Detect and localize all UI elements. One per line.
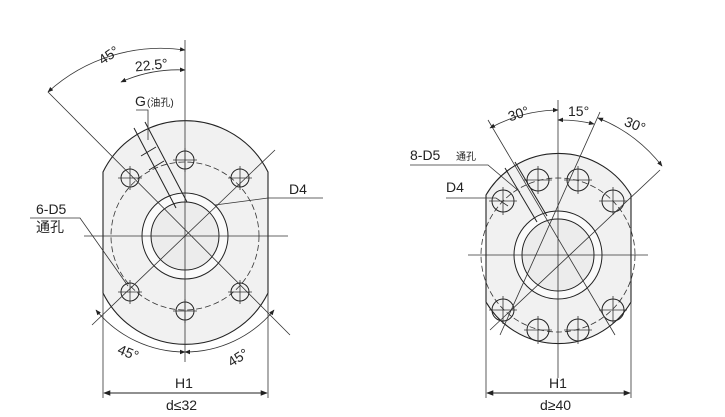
left-angle-22-5: 22.5° xyxy=(134,55,168,74)
right-angle-15: 15° xyxy=(568,103,589,119)
left-g-note: (油孔) xyxy=(147,96,174,109)
right-flange-view: 30° 15° 30° 8-D5 通孔 D4 H1 d≥40 xyxy=(410,100,663,413)
left-angle-45-br: 45° xyxy=(225,345,251,370)
right-size-label: d≥40 xyxy=(540,397,571,413)
left-flange-view: 45° 22.5° G (油孔) 6-D5 通孔 D4 45° 45° H1 d… xyxy=(30,40,323,413)
left-oil-hole xyxy=(133,121,188,209)
left-g-label: G xyxy=(135,93,146,109)
left-angle-45-top: 45° xyxy=(95,43,121,68)
left-angle-45-bl: 45° xyxy=(116,341,142,364)
right-hole-label: 8-D5 xyxy=(410,147,441,163)
right-oil-hole xyxy=(504,161,548,223)
right-d4-label: D4 xyxy=(446,179,464,195)
right-hole-note: 通孔 xyxy=(456,151,476,163)
right-angle-30-right: 30° xyxy=(622,113,648,136)
right-h1-label: H1 xyxy=(549,375,567,391)
left-h1-label: H1 xyxy=(175,375,193,391)
left-hole-note: 通孔 xyxy=(36,219,64,235)
left-hole-label: 6-D5 xyxy=(36,201,67,217)
left-size-label: d≤32 xyxy=(166,397,197,413)
right-angle-30-left: 30° xyxy=(506,103,531,125)
left-d4-label: D4 xyxy=(289,181,307,197)
